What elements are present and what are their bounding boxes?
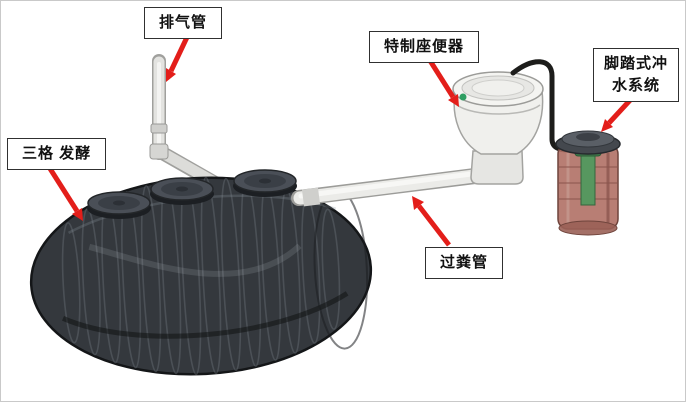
toilet-illustration (452, 71, 544, 185)
label-special-toilet: 特制座便器 (369, 31, 480, 63)
septic-tank-illustration (29, 176, 373, 376)
tank-lid-left (87, 191, 151, 219)
toilet-hinge-dot (459, 93, 467, 101)
arrow-vent-pipe (166, 31, 192, 82)
transfer-pipe-illustration (291, 167, 491, 207)
pipe-elbow (149, 143, 169, 160)
canister-inner-tube (580, 152, 596, 206)
label-manure-pipe: 过粪管 (425, 247, 504, 279)
pipe-coupling (150, 123, 168, 134)
tank-lid-middle (150, 177, 214, 205)
callout-arrows (46, 31, 635, 247)
vent-pipe-illustration (149, 54, 222, 190)
label-foot-flush-system: 脚踏式冲水系统 (593, 48, 679, 102)
arrow-foot-flush (601, 95, 635, 132)
pipe-collar (301, 187, 321, 207)
tank-lids-illustration (87, 169, 297, 219)
arrow-manure-pipe (412, 196, 451, 247)
arrow-tank (46, 165, 83, 221)
label-vent-pipe: 排气管 (144, 7, 223, 39)
flush-canister-illustration (555, 130, 621, 236)
arrow-special-toilet (426, 57, 459, 107)
label-three-chamber-tank: 三格 发酵 (7, 138, 107, 170)
tank-lid-right (233, 169, 297, 197)
